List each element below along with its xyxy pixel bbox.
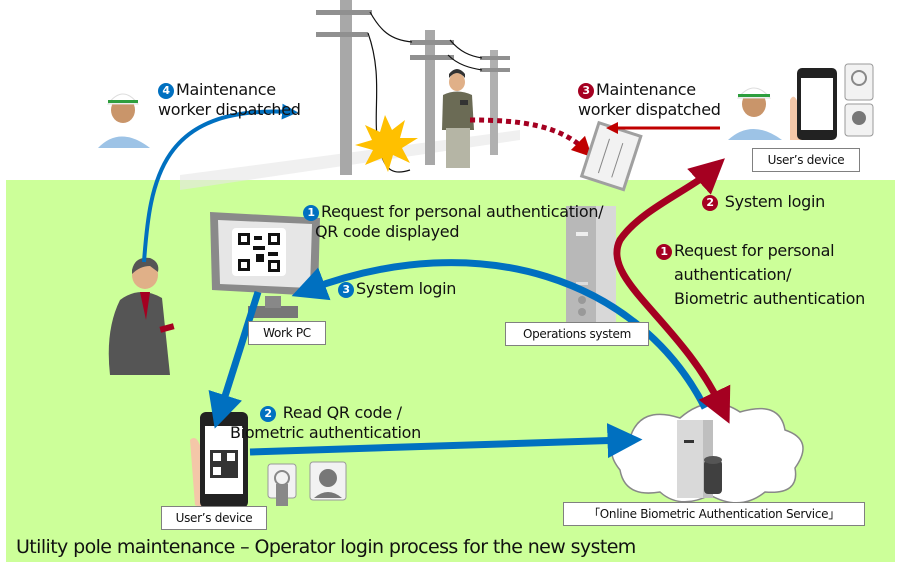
label-step2-system-login: 2 System login xyxy=(702,192,825,212)
users-device-label-top: User’s device xyxy=(752,148,860,172)
face-icon xyxy=(844,103,874,137)
qr-code-icon xyxy=(232,228,286,276)
flow-red-bidirectional xyxy=(613,158,731,424)
face-icon xyxy=(309,461,347,501)
step-number-badge: 4 xyxy=(158,83,174,99)
step-number-badge: 1 xyxy=(656,244,672,260)
worker-helmet-icon xyxy=(98,93,150,148)
online-biometric-service-label: 「Online Biometric Authentication Service… xyxy=(563,502,865,526)
flow-step1-blue xyxy=(291,259,709,410)
fingerprint-icon xyxy=(267,463,297,506)
flow-step4-blue xyxy=(142,103,298,263)
worker-helmet-icon xyxy=(728,87,782,140)
step-number-badge: 2 xyxy=(702,195,718,211)
flow-step2-blue xyxy=(249,423,643,459)
spark-icon xyxy=(355,115,418,172)
step-number-badge: 2 xyxy=(260,406,276,422)
database-icon xyxy=(704,456,722,494)
operations-system-label: Operations system xyxy=(505,322,649,346)
pole-document-icon xyxy=(579,120,643,192)
diagram-caption: Utility pole maintenance – Operator logi… xyxy=(16,536,636,558)
step-number-badge: 3 xyxy=(578,83,594,99)
smartphone-icon xyxy=(190,412,248,510)
label-step2-read-qr: 2 Read QR code / Biometric authenticatio… xyxy=(230,403,421,442)
flow-pc-to-device xyxy=(208,290,262,429)
step-number-badge: 3 xyxy=(338,282,354,298)
step-number-badge: 1 xyxy=(303,205,319,221)
fingerprint-icon xyxy=(844,63,874,101)
utility-pole-icon xyxy=(180,0,520,190)
smartphone-icon xyxy=(790,68,837,140)
businessman-icon xyxy=(108,257,175,375)
users-device-label-bottom: User’s device xyxy=(161,506,267,530)
server-icon xyxy=(566,206,616,324)
work-pc-label: Work PC xyxy=(248,321,326,345)
field-worker-icon xyxy=(442,69,474,168)
